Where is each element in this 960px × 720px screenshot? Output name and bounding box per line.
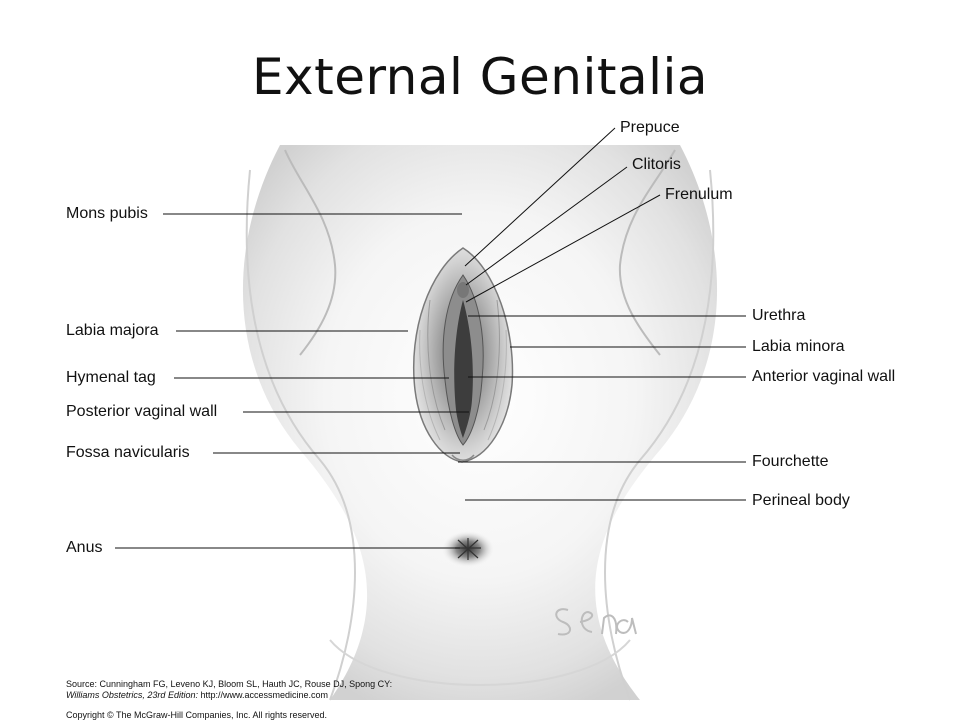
leader-prepuce [464, 127, 616, 267]
source-book-title: Williams Obstetrics, 23rd Edition: [66, 690, 198, 700]
label-hymenal-tag: Hymenal tag [66, 369, 156, 386]
label-posterior-vaginal-wall: Posterior vaginal wall [66, 403, 218, 420]
leader-frenulum [465, 194, 661, 303]
label-prepuce: Prepuce [620, 119, 680, 136]
label-clitoris: Clitoris [632, 156, 681, 173]
label-fossa-navicularis: Fossa navicularis [66, 444, 190, 461]
source-citation: Source: Cunningham FG, Leveno KJ, Bloom … [66, 679, 392, 701]
anus-drawing [442, 531, 494, 567]
label-fourchette: Fourchette [752, 453, 829, 470]
label-labia-minora: Labia minora [752, 338, 845, 355]
leader-lines [115, 127, 746, 549]
label-anus: Anus [66, 539, 103, 556]
label-frenulum: Frenulum [665, 186, 733, 203]
copyright-notice: Copyright © The McGraw-Hill Companies, I… [66, 710, 328, 720]
label-perineal-body: Perineal body [752, 492, 850, 509]
label-urethra: Urethra [752, 307, 806, 324]
artist-signature [555, 608, 637, 636]
vulva-drawing [413, 247, 514, 463]
source-url: http://www.accessmedicine.com [197, 690, 329, 700]
label-anterior-vaginal-wall: Anterior vaginal wall [752, 368, 896, 385]
slide-title: External Genitalia [251, 48, 709, 106]
label-labia-majora: Labia majora [66, 322, 159, 339]
source-line-2: Williams Obstetrics, 23rd Edition: http:… [66, 690, 392, 701]
label-mons-pubis: Mons pubis [66, 205, 148, 222]
source-line-1: Source: Cunningham FG, Leveno KJ, Bloom … [66, 679, 393, 689]
leader-clitoris [465, 166, 628, 286]
